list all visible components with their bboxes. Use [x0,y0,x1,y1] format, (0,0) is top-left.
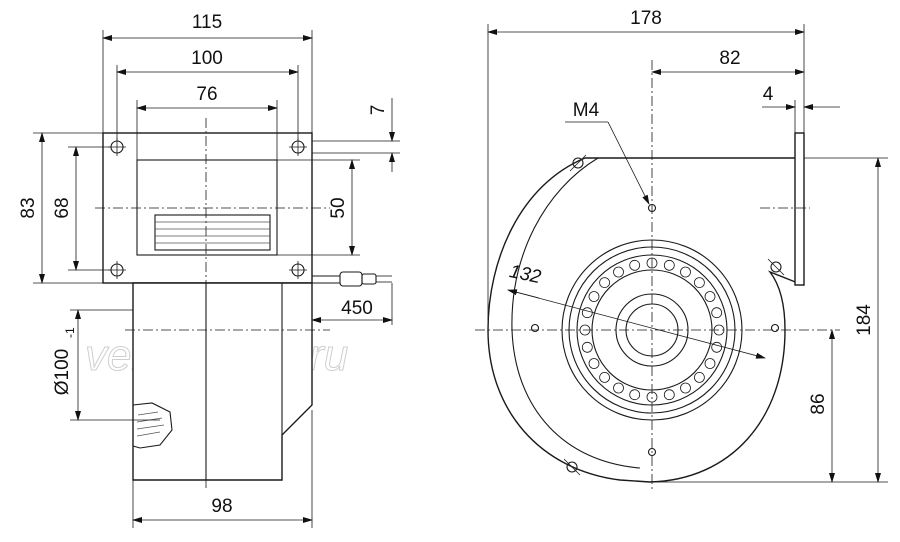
motor-lug [132,402,173,449]
impeller-blade [680,382,691,394]
dimension-label: 50 [328,197,349,218]
impeller-blade [629,259,641,271]
mount-hole-icon [108,261,126,279]
mount-hole-icon [108,138,126,156]
impeller-blade [680,266,691,278]
fan-housing [132,282,313,481]
impeller-blade [599,371,610,383]
tolerance-label: -1 [63,327,77,338]
impeller-blade [694,371,705,383]
dimension-label: 178 [630,8,662,29]
front-view: 178 82 4 M4 132 184 86 [475,8,888,490]
impeller-blade [588,358,600,369]
dimension-label: 4 [763,84,774,105]
dimension-label: 450 [341,298,373,319]
impeller-slot-hatch [155,221,270,244]
impeller-blade [629,389,641,401]
diameter-dimension: Ø100 -1 [52,327,77,395]
thread-label: M4 [573,100,600,121]
power-cable [312,271,392,287]
impeller-blade [599,277,610,289]
dimension-label: Ø100 [52,349,73,395]
flange-opening [136,159,278,256]
mount-stud-icon [770,323,780,333]
dimension-label: 86 [808,393,829,414]
mount-hole-icon [289,138,307,156]
mount-hole-icon [289,261,307,279]
impeller-blade [581,341,593,353]
dimension-label: 68 [52,197,73,218]
impeller-blade [711,341,723,353]
mount-stud-icon [530,323,540,333]
side-view: 115 100 76 7 83 68 50 450 [18,12,400,528]
impeller-blade [588,291,600,302]
impeller-slot [154,214,271,251]
dimension-label: 83 [18,197,39,218]
outlet-flange [794,132,805,286]
impeller-blade [711,307,723,319]
dimension-label: 98 [211,496,232,517]
housing-screw-icon [563,458,581,476]
scroll-housing [487,157,804,483]
dimension-label: 7 [368,105,389,116]
impeller-blade [704,358,716,369]
impeller-blade [663,389,675,401]
dimension-label: 82 [719,48,740,69]
dimension-label: 100 [191,48,223,69]
mount-stud-icon [647,447,657,457]
dimension-label: 184 [854,304,875,336]
impeller-blade [694,277,705,289]
dimension-label: 76 [196,84,217,105]
impeller-blade [663,259,675,271]
impeller-blade [613,382,624,394]
dimension-label: 115 [192,12,222,33]
housing-screw-icon [767,258,785,276]
impeller-blades [579,257,725,403]
impeller-blade [704,291,716,302]
impeller-blade [613,266,624,278]
housing-screw-icon [569,154,587,172]
